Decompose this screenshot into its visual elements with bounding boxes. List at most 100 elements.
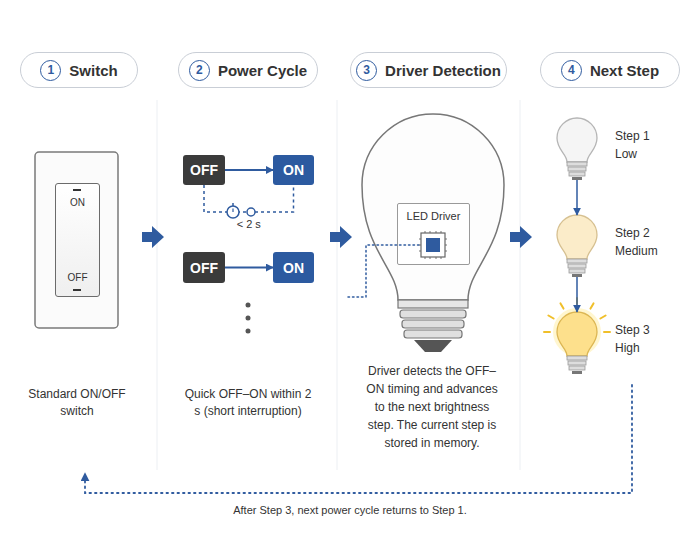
bulb-thread: [402, 320, 464, 328]
switch-position-label: OFF: [56, 272, 99, 283]
light-ray: [591, 303, 594, 308]
step-text: Step 1Low: [615, 127, 695, 163]
light-ray: [544, 331, 550, 333]
bulb-tip: [572, 274, 582, 277]
continuation-dot: [246, 303, 251, 308]
bulb-thread: [567, 162, 587, 166]
chip-pin: [441, 231, 442, 259]
connector-arrow: [576, 277, 578, 312]
bulb-tip: [572, 371, 582, 374]
connector-arrow: [225, 267, 273, 269]
on-state-box: ON: [273, 155, 314, 185]
switch-plate: [35, 152, 118, 328]
connector-arrow: [576, 180, 578, 215]
column-separator: [337, 100, 338, 470]
chip-icon: [419, 231, 447, 259]
callout-number: 4: [561, 60, 582, 81]
off-state-box: OFF: [183, 155, 225, 185]
step-bulb-art: [557, 215, 597, 277]
chip-core: [426, 238, 440, 252]
light-ray: [576, 298, 578, 304]
header-title: Next Step: [590, 62, 659, 79]
state-label: ON: [283, 162, 304, 178]
bulb-thread: [404, 330, 462, 338]
callout-number: 2: [189, 60, 210, 81]
column-caption: Standard ON/OFF switch: [22, 386, 132, 420]
step-text: Step 3High: [615, 321, 695, 357]
continuation-dot: [246, 316, 251, 321]
bulb-globe: [557, 118, 597, 162]
step-header: 1 Switch: [20, 52, 138, 88]
flow-arrow: [510, 226, 532, 248]
leader-line: [348, 245, 420, 297]
light-ray: [604, 331, 610, 333]
timing-bracket: [204, 185, 294, 212]
timing-label: < 2 s: [237, 218, 261, 230]
step-text: Step 2Medium: [615, 224, 695, 260]
step-header: 2Power Cycle: [178, 52, 318, 88]
column-caption: Driver detects the OFF–ON timing and adv…: [362, 362, 502, 452]
bulb-collar: [398, 300, 468, 308]
bulb-globe: [557, 215, 597, 259]
step-header: 4 Next Step: [540, 52, 680, 88]
bulb-thread: [568, 167, 586, 171]
chip-pin: [419, 245, 447, 246]
bulb-globe: [362, 114, 504, 300]
step-name: Step 2: [615, 224, 695, 242]
switch-position-label: ON: [56, 197, 99, 208]
brightness-bulb: Step 2Medium: [555, 215, 599, 277]
timer-knob: [232, 203, 234, 206]
on-state-box: ON: [273, 252, 314, 283]
brightness-bulb: Step 3High: [555, 312, 599, 374]
led-driver-box: LED Driver: [397, 203, 470, 265]
bulb-glow: [553, 308, 601, 356]
column-separator: [520, 100, 521, 470]
column-separator: [157, 100, 158, 470]
bulb-thread: [568, 361, 586, 365]
flow-arrow: [330, 226, 352, 248]
timer-icon: [227, 203, 255, 218]
brightness-level: Medium: [615, 242, 695, 260]
callout-number: 1: [40, 60, 61, 81]
brightness-level: High: [615, 339, 695, 357]
return-loop-arrow: [85, 385, 632, 493]
column-caption: Quick OFF–ON within 2 s (short interrupt…: [180, 386, 316, 420]
bulb-tip: [572, 177, 582, 180]
step-name: Step 3: [615, 321, 695, 339]
bulb-thread: [400, 310, 466, 318]
light-ray: [600, 316, 605, 319]
step-bulb-art: [553, 308, 601, 374]
brightness-level: Low: [615, 145, 695, 163]
light-ray: [561, 303, 564, 308]
header-title: Switch: [69, 62, 117, 79]
chip-body: [421, 233, 445, 257]
state-label: ON: [283, 260, 304, 276]
bulb-thread: [567, 356, 587, 360]
brightness-bulb: Step 1Low: [555, 118, 599, 180]
connector-arrow: [225, 169, 273, 171]
driver-label: LED Driver: [398, 210, 469, 222]
timer-hand: [232, 209, 233, 213]
callout-number: 3: [356, 60, 377, 81]
bulb-thread: [569, 172, 585, 176]
light-ray: [548, 316, 553, 319]
timer-end-mark: [247, 208, 255, 216]
bulb-tip: [414, 340, 452, 352]
chip-pin: [419, 239, 447, 240]
state-label: OFF: [190, 260, 218, 276]
rocker-mark: [73, 189, 81, 191]
step-header: 3Driver Detection: [350, 52, 507, 88]
chip-pin: [430, 231, 431, 259]
return-note: After Step 3, next power cycle returns t…: [180, 503, 520, 518]
bulb-thread: [569, 366, 585, 370]
state-label: OFF: [190, 162, 218, 178]
continuation-dot: [246, 329, 251, 334]
timer-dial: [227, 206, 239, 218]
chip-pin: [425, 231, 426, 259]
chip-pin: [419, 251, 447, 252]
rocker-mark: [73, 289, 81, 291]
off-state-box: OFF: [183, 252, 225, 283]
light-rays: [544, 298, 610, 332]
switch-rocker: ON OFF: [55, 183, 100, 297]
